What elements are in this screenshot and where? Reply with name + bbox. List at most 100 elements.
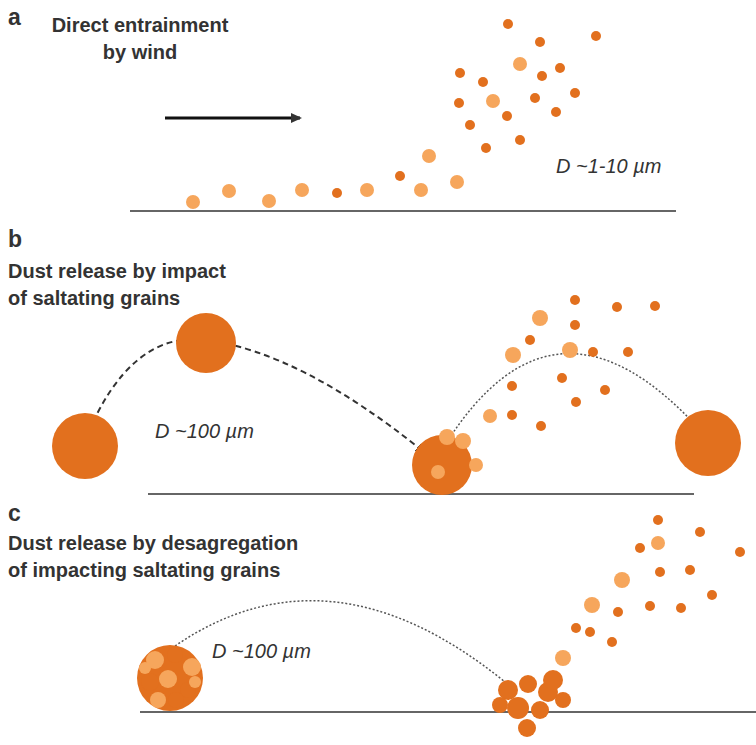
dust-particle [455, 433, 471, 449]
dust-particle [481, 143, 491, 153]
dust-particle [525, 335, 535, 345]
dust-particle [483, 409, 497, 423]
dust-particle [650, 301, 660, 311]
dust-particle [735, 547, 745, 557]
dust-particle [486, 94, 500, 108]
dust-particle [465, 120, 475, 130]
dust-particle [360, 183, 374, 197]
dust-particle [676, 603, 686, 613]
dust-particle [332, 188, 342, 198]
dust-particle [454, 98, 464, 108]
dust-particle [186, 195, 200, 209]
dust-particle [645, 601, 655, 611]
dust-particle [635, 543, 645, 553]
dust-particle [395, 171, 405, 181]
aggregate-piece [183, 658, 201, 676]
dust-particle [555, 63, 565, 73]
dust-particles [431, 295, 660, 479]
dust-particle [513, 57, 527, 71]
dust-particle [450, 175, 464, 189]
dust-particle [614, 572, 630, 588]
dust-particle [562, 342, 578, 358]
dust-particle [535, 37, 545, 47]
dust-particle [536, 421, 546, 431]
dust-particle [557, 373, 567, 383]
fragment [555, 692, 571, 708]
aggregate-piece [141, 673, 159, 691]
dust-particle [571, 623, 581, 633]
dust-particle [507, 410, 517, 420]
dust-particle [707, 590, 717, 600]
dust-particle [623, 347, 633, 357]
fragment [492, 697, 508, 713]
dust-particle [422, 149, 436, 163]
aggregate-piece [167, 647, 183, 663]
fragment [518, 719, 536, 737]
dust-particle [431, 465, 445, 479]
dust-particle [653, 515, 663, 525]
wind-arrow [165, 117, 300, 120]
dust-particle [455, 68, 465, 78]
saltation-path [175, 601, 505, 682]
rebound-path [445, 354, 700, 445]
dust-particle [532, 310, 548, 326]
aggregate-piece [159, 670, 177, 688]
dust-particle [695, 527, 705, 537]
panel-title: Direct entrainment by wind [40, 12, 240, 66]
dust-particle [655, 567, 665, 577]
saltating-grain [52, 413, 118, 479]
dust-particle [584, 597, 600, 613]
dust-particle [685, 565, 695, 575]
fragment [543, 670, 563, 690]
aggregate-piece [168, 692, 184, 708]
dust-particle [414, 183, 428, 197]
size-label: D ~1-10 µm [556, 155, 661, 178]
aggregate-piece [139, 662, 151, 674]
dust-particle [555, 650, 571, 666]
saltating-grain [675, 410, 741, 476]
aggregate-grain [137, 645, 203, 711]
ground-line [140, 711, 756, 713]
saltating-grain [176, 313, 236, 373]
panel-title: Dust release by desagregation of impacti… [8, 530, 313, 584]
dust-particle [570, 88, 580, 98]
dust-particle [222, 184, 236, 198]
dust-particle [469, 458, 483, 472]
size-label: D ~100 µm [212, 640, 311, 663]
dust-particle [600, 385, 610, 395]
dust-particle [515, 135, 525, 145]
dust-particle [505, 347, 521, 363]
dust-particle [570, 320, 580, 330]
ground-line [130, 210, 676, 212]
dust-particle [607, 637, 617, 647]
dust-particle [537, 71, 547, 81]
dust-particle [651, 536, 665, 550]
fragment [507, 697, 529, 719]
dust-particle [503, 19, 513, 29]
dust-particle [295, 183, 309, 197]
dust-particle [612, 302, 622, 312]
dust-particle [613, 607, 623, 617]
dust-particle [502, 111, 512, 121]
dust-particle [588, 347, 598, 357]
fragment [519, 675, 537, 693]
aggregate-piece [189, 676, 201, 688]
saltation-path [85, 339, 424, 452]
saltating-grains [52, 313, 741, 495]
ground-line [148, 493, 694, 495]
panel-letter: c [8, 500, 21, 527]
panel-letter: b [8, 226, 22, 253]
fragment [531, 701, 549, 719]
dust-particle [478, 77, 488, 87]
dust-particle [571, 397, 581, 407]
dust-particles [555, 515, 745, 666]
dust-particles [186, 19, 601, 209]
dust-particle [507, 381, 517, 391]
aggregate-grain [137, 645, 571, 737]
panel-title: Dust release by impact of saltating grai… [8, 258, 242, 312]
fragment [498, 680, 518, 700]
dust-particle [439, 429, 455, 445]
size-label: D ~100 µm [155, 420, 254, 443]
